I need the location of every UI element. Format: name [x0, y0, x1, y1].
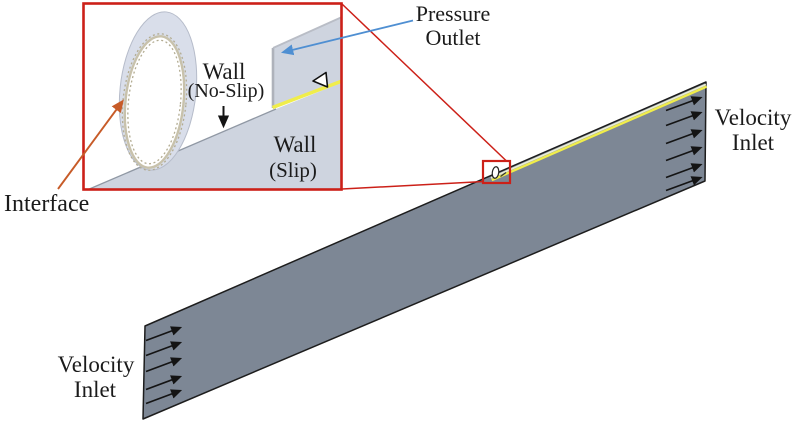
- wall-no-slip-label-line1: Wall: [203, 59, 246, 84]
- main-channel: [142, 81, 708, 420]
- flow-arrow: [145, 326, 183, 342]
- zoom-connector-line-top: [341, 3, 508, 163]
- wall-no-slip-label-line2: (No-Slip): [188, 80, 265, 102]
- no-slip-wall-edge: [86, 108, 277, 191]
- wall-slip-label-line2: (Slip): [269, 158, 317, 182]
- pressure-outlet-label-line2: Outlet: [426, 25, 481, 50]
- interface-arrow: [57, 99, 124, 190]
- pressure-outlet-arrow: [281, 19, 414, 56]
- interface-label: Interface: [4, 191, 89, 217]
- velocity-inlet-left-label-line1: Velocity: [58, 352, 135, 377]
- slip-wall-line-inset: [271, 79, 343, 110]
- channel-surface: [142, 81, 707, 420]
- zoom-inset: [82, 2, 343, 191]
- flow-direction-marker: [312, 71, 329, 88]
- velocity-inlet-left-label-line2: Inlet: [74, 377, 117, 402]
- zoom-inset-border: [82, 2, 343, 191]
- flow-arrow: [145, 341, 183, 357]
- flow-arrow: [145, 357, 183, 373]
- flow-arrow: [665, 111, 703, 127]
- velocity-inlet-arrows-right: [665, 96, 703, 192]
- flow-arrow: [665, 146, 703, 162]
- zoom-region-box: [481, 159, 512, 185]
- flow-arrow: [665, 96, 703, 112]
- flow-arrow: [665, 176, 703, 192]
- velocity-inlet-right-label-line2: Inlet: [732, 130, 775, 155]
- interface-ring: [123, 35, 186, 169]
- flow-arrow: [665, 163, 703, 179]
- channel-top-face-strip: [490, 83, 707, 179]
- interface-ring-ticks-inner: [127, 39, 182, 165]
- velocity-inlet-right-label-line1: Velocity: [715, 105, 792, 130]
- cylinder-marker: [491, 166, 500, 179]
- flow-arrow: [145, 375, 183, 391]
- flow-arrow: [145, 389, 183, 405]
- interface-ring-ticks-outer: [121, 33, 188, 171]
- pressure-outlet-label-line1: Pressure: [416, 1, 491, 26]
- wall-slip-label-line1: Wall: [274, 132, 317, 157]
- velocity-inlet-arrows-left: [145, 326, 183, 405]
- flow-arrow: [665, 129, 703, 145]
- zoom-connector-line-bottom: [341, 180, 485, 190]
- slip-wall-line: [491, 85, 708, 182]
- cylinder-interface: [118, 11, 198, 171]
- pressure-outlet-face-top-edge: [272, 16, 343, 49]
- cylinder-marker-tick: [500, 172, 507, 177]
